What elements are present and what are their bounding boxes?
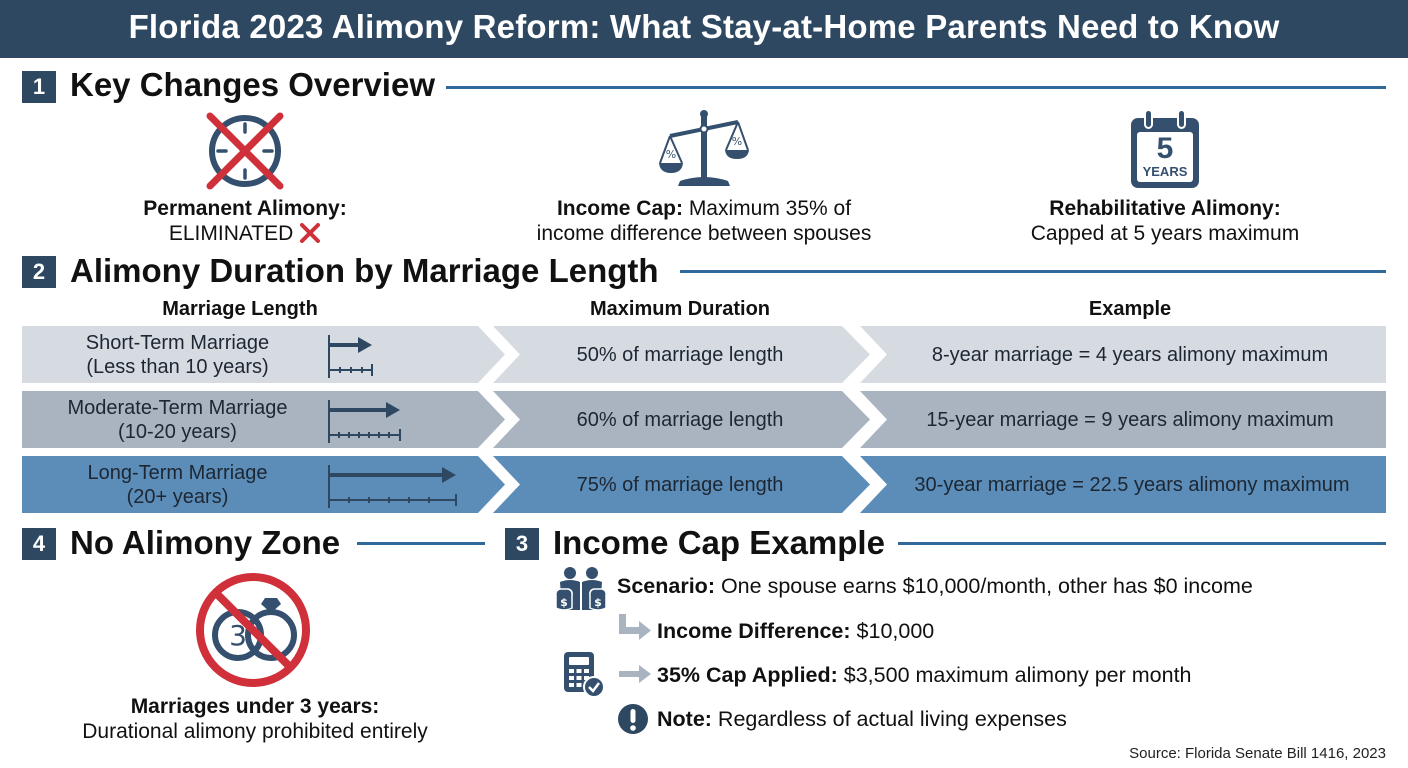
row-length-line1: Short-Term Marriage — [85, 332, 270, 354]
elbow-arrow-icon — [617, 612, 653, 642]
right-arrow-icon — [617, 664, 653, 684]
calendar-unit: YEARS — [1142, 164, 1188, 179]
table-row-long-term-max: 75% of marriage length — [576, 474, 784, 496]
short-timeline-arrow-icon — [326, 334, 378, 378]
section-title-no-alimony: No Alimony Zone — [70, 524, 341, 561]
section-number-3: 3 — [505, 528, 539, 560]
table-row-short-term-max: 50% of marriage length — [576, 344, 784, 366]
couple-money-bags-icon: $ $ — [552, 566, 610, 614]
cap-applied-label: 35% Cap Applied: — [657, 663, 838, 687]
duration-table-background — [22, 326, 1386, 513]
section-rule — [446, 86, 1386, 89]
cap-applied-value: $3,500 maximum alimony per month — [837, 663, 1192, 687]
svg-text:$: $ — [594, 596, 602, 609]
note-line: Note: Regardless of actual living expens… — [657, 706, 1067, 732]
income-difference-value: $10,000 — [850, 619, 935, 643]
key-change-value-line2: income difference between spouses — [536, 222, 872, 245]
table-row-moderate-term-length: Moderate-Term Marriage (10-20 years) — [40, 396, 315, 444]
row-length-line2: (10-20 years) — [118, 421, 237, 443]
calendar-5-years-icon: 5 YEARS — [1128, 108, 1202, 190]
key-change-label: Income Cap: — [556, 197, 683, 220]
key-change-label: Permanent Alimony: — [143, 197, 347, 220]
prohibited-rings-icon: 3 — [193, 570, 313, 690]
scales-percent-icon: % % — [658, 107, 750, 191]
note-text: Regardless of actual living expenses — [711, 707, 1067, 731]
long-timeline-arrow-icon — [326, 464, 460, 508]
section-rule — [898, 542, 1386, 545]
crossed-clock-icon — [200, 110, 290, 192]
svg-text:%: % — [732, 135, 742, 148]
row-length-line2: (20+ years) — [126, 486, 229, 508]
svg-text:%: % — [666, 148, 676, 161]
row-length-line2: (Less than 10 years) — [86, 356, 269, 378]
table-row-long-term-example: 30-year marriage = 22.5 years alimony ma… — [914, 474, 1350, 496]
exclamation-circle-icon — [617, 703, 649, 735]
section-number-4: 4 — [22, 528, 56, 560]
scenario-label: Scenario: — [617, 574, 715, 598]
key-change-value: ELIMINATED — [168, 222, 294, 245]
table-row-short-term-example: 8-year marriage = 4 years alimony maximu… — [931, 344, 1329, 366]
section-number-1: 1 — [22, 71, 56, 103]
key-change-permanent-alimony: Permanent Alimony: ELIMINATED — [95, 196, 395, 249]
key-change-income-cap: Income Cap: Maximum 35% of income differ… — [494, 196, 914, 246]
scenario-text: One spouse earns $10,000/month, other ha… — [714, 574, 1253, 598]
key-change-value: Maximum 35% of — [682, 197, 852, 220]
row-length-line1: Moderate-Term Marriage — [67, 397, 288, 419]
source-citation: Source: Florida Senate Bill 1416, 2023 — [1129, 745, 1386, 762]
row-length-line1: Long-Term Marriage — [87, 462, 268, 484]
section-title-duration: Alimony Duration by Marriage Length — [70, 252, 659, 289]
svg-text:$: $ — [560, 596, 568, 609]
table-row-moderate-term-max: 60% of marriage length — [576, 409, 784, 431]
table-row-moderate-term-example: 15-year marriage = 9 years alimony maxim… — [926, 409, 1334, 431]
scenario-line: Scenario: One spouse earns $10,000/month… — [617, 573, 1253, 599]
cap-applied-line: 35% Cap Applied: $3,500 maximum alimony … — [657, 662, 1192, 688]
section-title-income-cap: Income Cap Example — [553, 524, 885, 561]
section-number-2: 2 — [22, 256, 56, 288]
table-row-short-term-length: Short-Term Marriage (Less than 10 years) — [40, 331, 315, 379]
no-alimony-label: Marriages under 3 years: — [130, 695, 380, 718]
note-label: Note: — [657, 707, 712, 731]
income-difference-line: Income Difference: $10,000 — [657, 618, 934, 644]
section-title-key-changes: Key Changes Overview — [70, 66, 435, 103]
key-change-rehabilitative: Rehabilitative Alimony: Capped at 5 year… — [1010, 196, 1320, 246]
no-alimony-description: Marriages under 3 years: Durational alim… — [30, 694, 480, 744]
section-rule — [357, 542, 485, 545]
key-change-value: Capped at 5 years maximum — [1030, 222, 1300, 245]
section-rule — [680, 270, 1386, 273]
calendar-number: 5 — [1156, 132, 1174, 165]
column-header-maximum-duration: Maximum Duration — [589, 298, 771, 320]
calculator-check-icon — [562, 650, 606, 698]
income-difference-label: Income Difference: — [657, 619, 851, 643]
moderate-timeline-arrow-icon — [326, 399, 404, 443]
column-header-example: Example — [1088, 298, 1172, 320]
column-header-marriage-length: Marriage Length — [162, 298, 318, 320]
ring-number: 3 — [229, 619, 247, 652]
key-change-label: Rehabilitative Alimony: — [1049, 197, 1281, 220]
table-row-long-term-length: Long-Term Marriage (20+ years) — [40, 461, 315, 509]
no-alimony-text: Durational alimony prohibited entirely — [82, 720, 428, 743]
page-title: Florida 2023 Alimony Reform: What Stay-a… — [0, 0, 1408, 58]
red-x-icon — [299, 223, 321, 249]
